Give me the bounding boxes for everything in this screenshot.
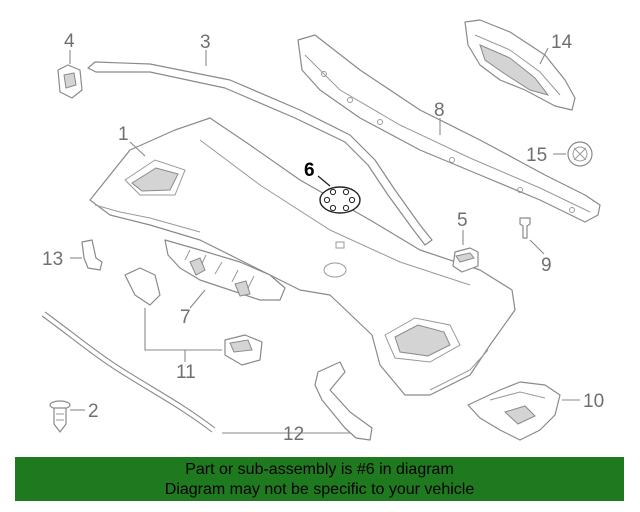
callout-15[interactable]: 15 — [526, 145, 547, 166]
info-banner: Part or sub-assembly is #6 in diagram Di… — [15, 457, 624, 501]
bracket-4-part — [57, 64, 83, 99]
callout-12[interactable]: 12 — [283, 424, 304, 445]
callout-9[interactable]: 9 — [541, 255, 552, 276]
cowl-cover-part — [297, 34, 601, 223]
callout-7[interactable]: 7 — [180, 307, 191, 328]
drain-hose-part — [41, 311, 373, 441]
bracket-5-part — [452, 247, 479, 273]
banner-line-1: Part or sub-assembly is #6 in diagram — [185, 461, 454, 478]
clip-13-part — [81, 239, 103, 271]
bracket-11-part — [124, 267, 263, 366]
bracket-assembly-7-part — [164, 239, 286, 301]
parts-diagram: 1 2 3 4 5 6 7 — [41, 19, 604, 445]
push-clip-part — [49, 400, 71, 433]
callout-11[interactable]: 11 — [176, 362, 196, 383]
callout-1[interactable]: 1 — [118, 124, 129, 145]
cap-15-part — [567, 141, 593, 167]
callout-3[interactable]: 3 — [200, 32, 211, 53]
plug-part-6 — [319, 186, 361, 214]
callout-14[interactable]: 14 — [551, 32, 573, 53]
cowl-panel-part — [89, 117, 516, 396]
callout-8[interactable]: 8 — [434, 100, 445, 121]
callout-4[interactable]: 4 — [64, 31, 75, 52]
banner-line-2: Diagram may not be specific to your vehi… — [164, 481, 475, 498]
callout-6[interactable]: 6 — [304, 160, 315, 181]
callout-2[interactable]: 2 — [88, 401, 99, 422]
callout-13[interactable]: 13 — [42, 249, 63, 270]
callout-10[interactable]: 10 — [583, 391, 604, 412]
screw-part — [519, 217, 531, 239]
callout-5[interactable]: 5 — [457, 210, 468, 231]
weatherstrip-part — [87, 61, 433, 246]
tray-part — [467, 381, 561, 441]
insulator-part — [464, 19, 576, 111]
